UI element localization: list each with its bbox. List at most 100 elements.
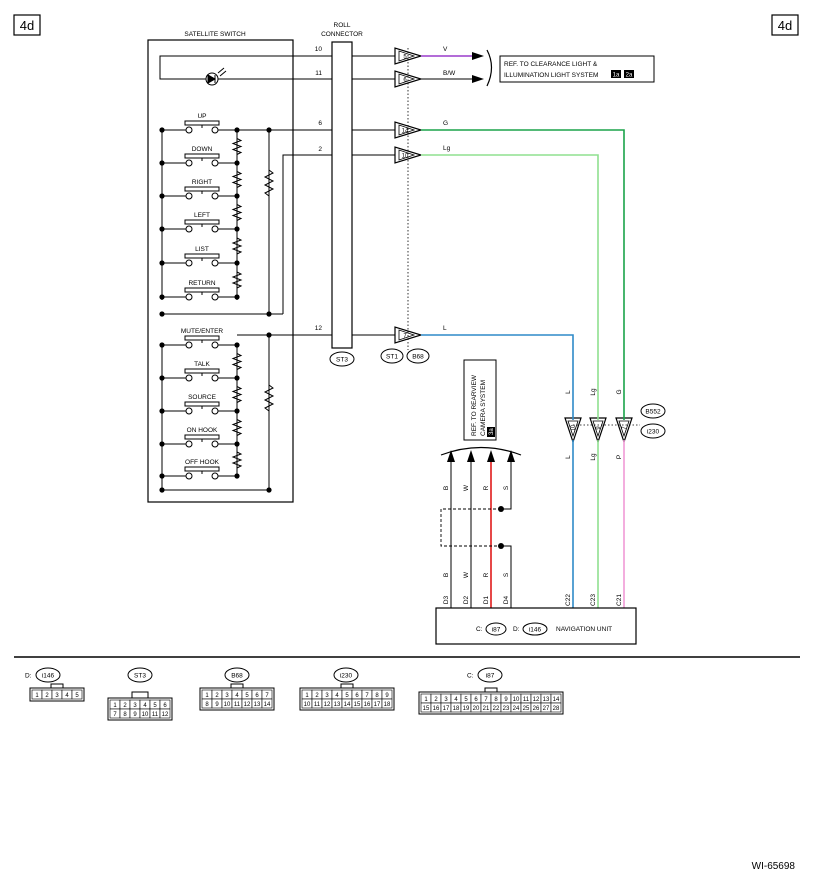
wire-label-upper: L [565,390,572,394]
svg-text:3: 3 [55,693,59,699]
harness-pin-number: 14 [402,129,409,135]
page-tag-left: 4d [13,14,41,36]
svg-text:i230: i230 [647,429,660,436]
svg-text:7: 7 [113,712,117,718]
svg-text:CONNECTOR: CONNECTOR [321,31,363,38]
svg-text:17: 17 [443,706,450,712]
svg-text:12: 12 [244,702,251,708]
lower-harness-pin-number: 9 [596,426,602,430]
wire-blue [421,334,574,420]
svg-text:ILLUMINATION LIGHT SYSTEM: ILLUMINATION LIGHT SYSTEM [504,72,598,79]
svg-text:9: 9 [385,693,389,699]
svg-text:9: 9 [133,712,137,718]
svg-text:21: 21 [483,706,490,712]
switch-label: UP [197,113,206,120]
svg-text:28: 28 [553,706,560,712]
svg-text:10: 10 [315,46,323,53]
svg-text:14: 14 [553,697,560,703]
svg-text:B68: B68 [412,354,424,361]
svg-text:11: 11 [523,697,530,703]
svg-text:16: 16 [433,706,440,712]
switch-5: RETURN [159,280,240,301]
switch-label: ON HOOK [187,427,218,434]
svg-text:3: 3 [444,697,448,703]
svg-text:6: 6 [255,693,259,699]
harness-pin-number: 7 [403,334,407,340]
svg-text:D:: D: [25,673,32,680]
svg-text:19: 19 [463,706,470,712]
svg-text:15: 15 [423,706,430,712]
svg-text:14: 14 [344,702,351,708]
svg-text:V: V [443,46,448,53]
svg-text:12: 12 [315,325,323,332]
camera-wire-label-lower: B [443,573,450,577]
camera-wire-label-upper: W [463,484,470,491]
nav-pin-label: C22 [565,594,572,606]
svg-text:18: 18 [384,702,391,708]
svg-text:8: 8 [375,693,379,699]
page-tag-right: 4d [771,14,799,36]
camera-wire-label-lower: R [483,572,490,577]
svg-text:C:: C: [476,626,483,633]
svg-text:4d: 4d [20,18,34,33]
svg-text:25: 25 [523,706,530,712]
wire-s-lower [501,545,512,608]
svg-text:2a: 2a [626,73,633,79]
svg-text:11: 11 [315,70,322,77]
svg-text:2: 2 [123,703,127,709]
wire-label-lower: P [616,455,623,459]
camera-wire-label-upper: B [443,486,450,490]
svg-text:10: 10 [513,697,520,703]
svg-text:8: 8 [494,697,498,703]
svg-text:4: 4 [454,697,458,703]
svg-text:12: 12 [324,702,331,708]
harness-pin-number: 10 [402,154,409,160]
wire-s-upper [501,462,512,510]
svg-text:4: 4 [235,693,239,699]
svg-text:3: 3 [133,703,137,709]
svg-text:6: 6 [163,703,167,709]
switch-6: MUTE/ENTER [159,328,243,370]
harness-pin-number: 6 [403,78,407,84]
svg-text:11: 11 [314,702,321,708]
nav-pin-label: C21 [616,594,623,606]
camera-wire-label-lower: W [463,571,470,578]
svg-text:2: 2 [215,693,219,699]
wire-color-labels-top: V B/W G Lg L [443,46,456,332]
svg-text:12: 12 [533,697,540,703]
svg-text:1a: 1a [613,73,620,79]
navigation-unit-title: NAVIGATION UNIT [556,626,612,633]
svg-text:i87: i87 [492,627,501,634]
svg-text:13: 13 [254,702,261,708]
camera-wire-label-upper: R [483,485,490,490]
junction-dot [266,311,272,317]
svg-text:10: 10 [304,702,311,708]
lower-harness-pin-number: 7 [622,426,628,430]
switch-10: OFF HOOK [159,459,240,480]
svg-text:6: 6 [355,693,359,699]
svg-text:CAMERA SYSTEM: CAMERA SYSTEM [480,380,487,436]
svg-text:9: 9 [504,697,508,703]
svg-text:6: 6 [474,697,478,703]
svg-text:Lg: Lg [443,145,451,152]
b552-id-label: B552 [640,403,666,419]
nav-pin-label: C23 [590,594,597,606]
junction-dot [159,311,165,317]
wire-light-green [421,154,599,420]
svg-text:B68: B68 [231,673,243,680]
svg-text:1: 1 [113,703,117,709]
switch-9: ON HOOK [159,427,243,469]
svg-text:17: 17 [374,702,381,708]
svg-text:5: 5 [153,703,157,709]
svg-text:3: 3 [325,693,329,699]
roll-connector: ROLL CONNECTOR [321,22,363,349]
switch-label: SOURCE [188,394,216,401]
svg-text:1: 1 [305,693,309,699]
svg-text:5: 5 [75,693,79,699]
wire-label-lower: Lg [590,453,597,461]
svg-text:7: 7 [365,693,369,699]
roll-pin-numbers: 10 11 6 2 12 [315,46,323,332]
